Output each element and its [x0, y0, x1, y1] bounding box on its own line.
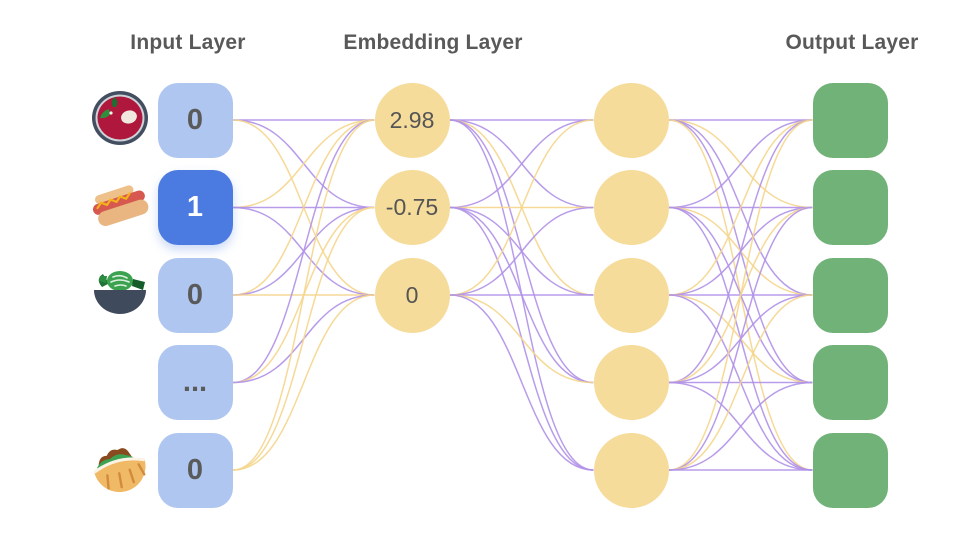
- input-node-1: 0: [157, 82, 233, 158]
- embedding-node-3-value: 0: [405, 281, 419, 308]
- input-layer-heading: Input Layer: [130, 31, 246, 54]
- output-node-4: [812, 345, 888, 420]
- input-node-1-value: 0: [186, 103, 204, 136]
- hot-dog-icon: [88, 174, 152, 238]
- output-node-1: [812, 82, 888, 158]
- embedding-node-2: -0.75: [374, 170, 450, 245]
- input-node-2-value: 1: [186, 191, 204, 223]
- output-layer-heading: Output Layer: [785, 31, 919, 54]
- hidden-node-2: [593, 170, 669, 245]
- input-node-5-value: 0: [186, 453, 204, 486]
- salad-icon: [88, 261, 152, 325]
- hidden-node-1: [593, 82, 669, 158]
- input-node-5: 0: [157, 432, 233, 508]
- hidden-node-4: [593, 345, 669, 420]
- input-node-4: ...: [157, 345, 233, 420]
- embedding-node-1: 2.98: [374, 82, 450, 158]
- embedding-layer-heading: Embedding Layer: [343, 31, 523, 54]
- output-node-2: [812, 170, 888, 245]
- hidden-node-5: [593, 432, 669, 508]
- input-node-3: 0: [157, 257, 233, 333]
- output-node-3: [812, 257, 888, 333]
- input-node-2: 1: [157, 170, 233, 245]
- output-node-5: [812, 432, 888, 508]
- embedding-node-1-value: 2.98: [389, 106, 435, 133]
- embedding-node-2-value: -0.75: [385, 194, 439, 220]
- input-node-3-value: 0: [186, 278, 204, 311]
- embedding-node-3: 0: [374, 257, 450, 333]
- hidden-node-3: [593, 257, 669, 333]
- input-node-4-value: ...: [182, 366, 208, 398]
- stuffed-flatbread-icon: [88, 436, 152, 500]
- borscht-icon: [88, 86, 152, 150]
